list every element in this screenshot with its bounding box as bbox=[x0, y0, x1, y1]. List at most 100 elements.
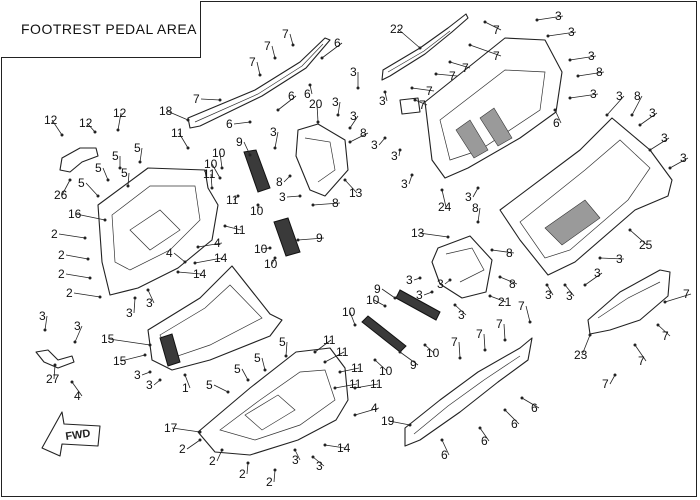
leader-dot bbox=[546, 34, 550, 38]
callout-number: 3 bbox=[292, 453, 299, 467]
callout-10: 10 bbox=[342, 305, 357, 327]
foot-pad-lower-2 bbox=[361, 315, 407, 353]
leader-dot bbox=[348, 140, 352, 144]
leader-dot bbox=[588, 333, 592, 337]
callout-6: 6 bbox=[320, 36, 343, 60]
callout-number: 3 bbox=[661, 131, 668, 145]
callout-8: 8 bbox=[311, 196, 341, 210]
leader-dot bbox=[430, 290, 434, 294]
leader-dot bbox=[446, 235, 450, 239]
callout-number: 7 bbox=[518, 299, 525, 313]
leader-line bbox=[216, 449, 223, 462]
callout-9: 9 bbox=[236, 135, 252, 157]
callout-2: 2 bbox=[179, 438, 202, 456]
callout-number: 3 bbox=[316, 459, 323, 473]
callout-number: 10 bbox=[212, 146, 226, 160]
callout-number: 6 bbox=[553, 116, 560, 130]
side-skirt-lower bbox=[404, 337, 533, 447]
leader-line bbox=[102, 167, 109, 181]
callout-number: 3 bbox=[401, 177, 408, 191]
leader-dot bbox=[311, 455, 315, 459]
leader-dot bbox=[423, 343, 427, 347]
leader-dot bbox=[520, 396, 524, 400]
leader-dot bbox=[448, 278, 452, 282]
callout-number: 8 bbox=[596, 65, 603, 79]
leader-line bbox=[424, 344, 435, 354]
leader-dot bbox=[648, 148, 652, 152]
leader-dot bbox=[288, 174, 292, 178]
leader-dot bbox=[383, 136, 387, 140]
callout-3: 3 bbox=[638, 106, 658, 127]
callout-number: 2 bbox=[51, 227, 58, 241]
callout-number: 1 bbox=[182, 381, 189, 395]
callout-number: 11 bbox=[171, 126, 184, 140]
leader-line bbox=[631, 95, 643, 116]
leader-line bbox=[388, 420, 411, 426]
callout-number: 7 bbox=[419, 98, 426, 112]
callout-14: 14 bbox=[193, 251, 228, 265]
callout-13: 13 bbox=[411, 226, 450, 240]
leader-dot bbox=[43, 328, 47, 332]
callout-number: 7 bbox=[193, 92, 200, 106]
callout-13: 13 bbox=[343, 178, 363, 200]
leader-dot bbox=[434, 72, 438, 76]
leader-line bbox=[469, 44, 502, 57]
leader-dot bbox=[353, 323, 357, 327]
callout-2: 2 bbox=[239, 461, 250, 481]
leader-dot bbox=[291, 43, 295, 47]
callout-number: 10 bbox=[204, 157, 218, 171]
callout-7: 7 bbox=[518, 299, 532, 324]
leader-dot bbox=[263, 368, 267, 372]
leader-dot bbox=[88, 276, 92, 280]
leader-dot bbox=[126, 184, 130, 188]
leader-line bbox=[344, 179, 358, 194]
leader-line bbox=[44, 315, 48, 331]
leader-dot bbox=[70, 380, 74, 384]
leader-line bbox=[669, 157, 689, 169]
leader-dot bbox=[293, 448, 297, 452]
callout-number: 8 bbox=[472, 201, 479, 215]
callout-7: 7 bbox=[451, 335, 462, 360]
leader-dot bbox=[198, 438, 202, 442]
callout-3: 3 bbox=[546, 25, 577, 39]
leader-line bbox=[213, 384, 229, 393]
callout-number: 7 bbox=[476, 327, 483, 341]
leader-dot bbox=[320, 56, 324, 60]
callout-number: 11 bbox=[233, 223, 246, 237]
callout-number: 10 bbox=[342, 305, 356, 319]
leader-line bbox=[273, 469, 276, 483]
callout-number: 11 bbox=[226, 193, 239, 207]
leader-line bbox=[309, 84, 313, 95]
leader-line bbox=[525, 305, 531, 323]
leader-line bbox=[373, 299, 386, 307]
callout-number: 6 bbox=[334, 36, 341, 50]
leader-line bbox=[483, 333, 486, 351]
callout-7: 7 bbox=[663, 287, 692, 304]
leader-line bbox=[354, 383, 379, 389]
leader-line bbox=[108, 338, 151, 346]
callout-14: 14 bbox=[323, 441, 351, 455]
callout-3: 3 bbox=[279, 190, 302, 204]
callout-10: 10 bbox=[423, 343, 440, 360]
callout-3: 3 bbox=[605, 89, 625, 117]
leader-dot bbox=[613, 373, 617, 377]
fwd-arrow-icon: FWD bbox=[41, 411, 101, 457]
leader-line bbox=[479, 427, 490, 442]
leader-line bbox=[147, 289, 155, 304]
leader-line bbox=[246, 462, 249, 475]
callout-9: 9 bbox=[398, 350, 419, 372]
leader-dot bbox=[116, 128, 120, 132]
leader-dot bbox=[146, 288, 150, 292]
callout-number: 13 bbox=[349, 186, 363, 200]
leader-line bbox=[71, 381, 83, 397]
leader-dot bbox=[373, 358, 377, 362]
callout-number: 3 bbox=[616, 252, 623, 266]
leader-dot bbox=[248, 120, 252, 124]
callout-number: 7 bbox=[449, 69, 456, 83]
callout-9: 9 bbox=[374, 282, 397, 300]
callout-number: 2 bbox=[266, 475, 273, 489]
callout-number: 9 bbox=[374, 282, 381, 296]
leader-line bbox=[314, 339, 332, 353]
leader-line bbox=[324, 444, 346, 449]
